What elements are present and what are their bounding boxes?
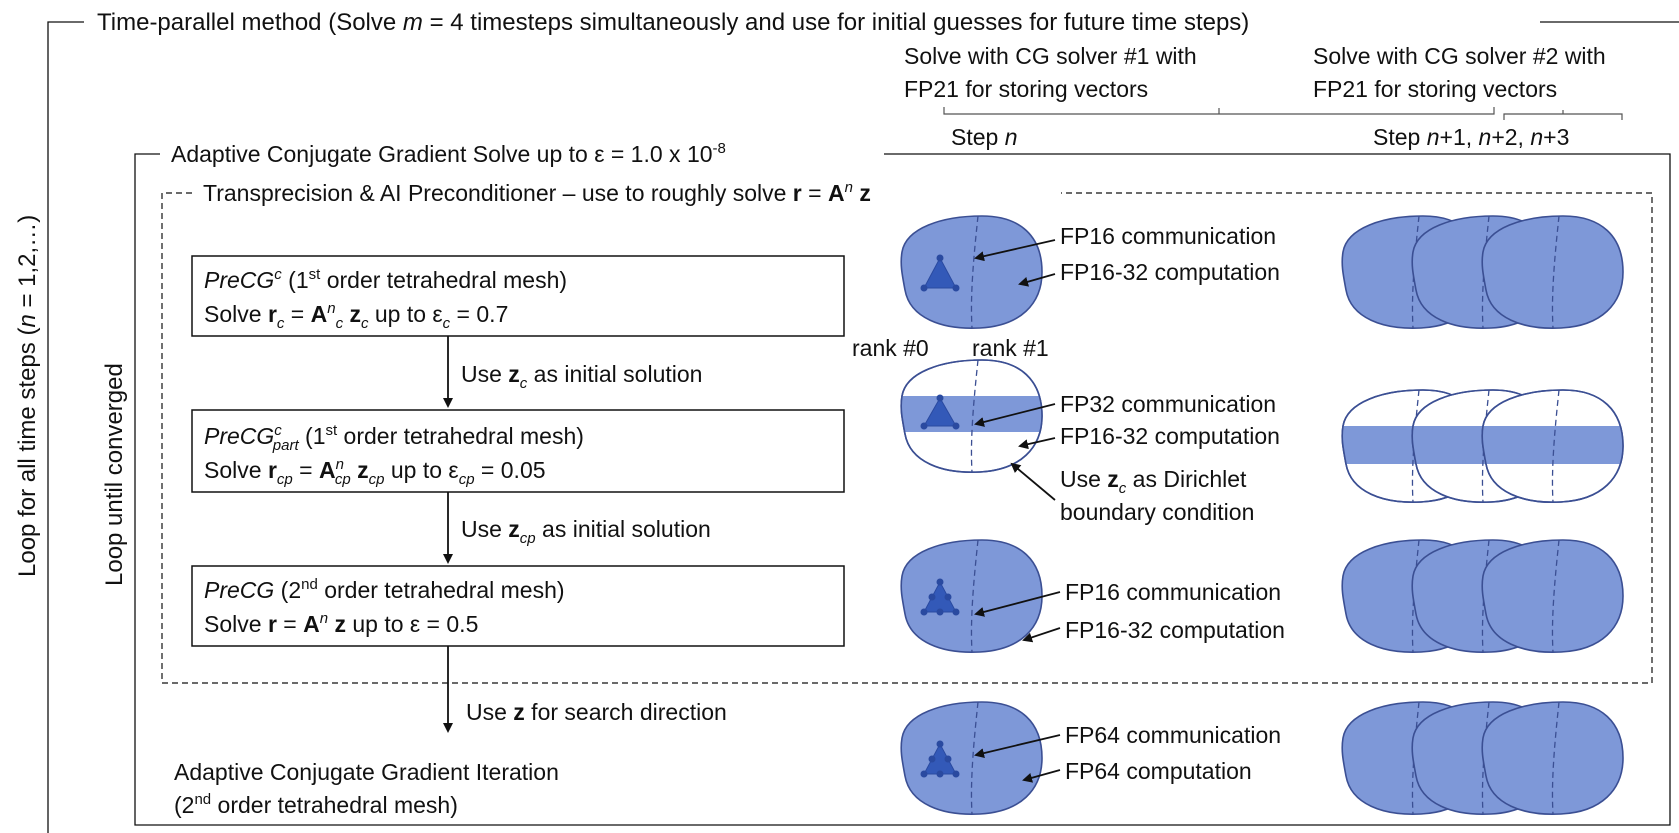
- box-precg-c-solve: Solve rc = Anc zc up to εc = 0.7: [204, 300, 508, 332]
- row2-dirichlet-line2: boundary condition: [1060, 499, 1254, 525]
- solver1-line1: Solve with CG solver #1 with: [904, 43, 1197, 69]
- preconditioner-frame: [161, 192, 1653, 684]
- step-rest-bracket: [1503, 110, 1623, 120]
- acg-iteration-line2: (2nd order tetrahedral mesh): [174, 791, 458, 818]
- annotation-arrows: [974, 239, 1061, 783]
- transition-zc: Use zc as initial solution: [461, 361, 702, 392]
- solver1-line2: FP21 for storing vectors: [904, 76, 1148, 102]
- search-direction-label: Use z for search direction: [466, 699, 727, 725]
- step-n-label: Step n: [951, 124, 1018, 150]
- mesh-row1-rank-pair: [900, 215, 1043, 330]
- element-tri-icon: [923, 396, 957, 427]
- box-precg-solve: Solve r = An z up to ε = 0.5: [204, 610, 478, 637]
- time-parallel-frame: [47, 21, 1679, 833]
- mesh-row4-rank-pair: [900, 701, 1043, 816]
- box-precg-c-title: PreCGc (1st order tetrahedral mesh): [204, 266, 567, 293]
- box-precg-title: PreCG (2nd order tetrahedral mesh): [204, 576, 565, 603]
- solver2-line1: Solve with CG solver #2 with: [1313, 43, 1606, 69]
- row3-comp: FP16-32 computation: [1065, 617, 1285, 643]
- mesh-row4-future: [1341, 701, 1624, 816]
- row1-comm: FP16 communication: [1060, 223, 1276, 249]
- row1-comp: FP16-32 computation: [1060, 259, 1280, 285]
- solver2-line2: FP21 for storing vectors: [1313, 76, 1557, 102]
- step-rest-label: Step n+1, n+2, n+3: [1373, 124, 1569, 150]
- mesh-row2-future: [1341, 389, 1624, 504]
- row3-comm: FP16 communication: [1065, 579, 1281, 605]
- rank1-label: rank #1: [972, 335, 1049, 361]
- time-loop-label: Loop for all time steps (n = 1,2,…): [14, 215, 41, 577]
- acg-frame: [134, 153, 1671, 826]
- acg-iteration-line1: Adaptive Conjugate Gradient Iteration: [174, 759, 559, 785]
- mesh-row1-future: [1341, 215, 1624, 330]
- row2-comm: FP32 communication: [1060, 391, 1276, 417]
- box-precg: PreCG (2nd order tetrahedral mesh) Solve…: [191, 565, 845, 647]
- mesh-row3-rank-pair: [900, 539, 1043, 654]
- time-parallel-title: Time-parallel method (Solve m = 4 timest…: [97, 9, 1249, 36]
- transition-zcp: Use zcp as initial solution: [461, 516, 711, 547]
- row2-comp: FP16-32 computation: [1060, 423, 1280, 449]
- mesh-row3-future: [1341, 539, 1624, 654]
- rank0-label: rank #0: [852, 335, 929, 361]
- preconditioner-title: Transprecision & AI Preconditioner – use…: [203, 179, 871, 206]
- element-tri-icon: [923, 256, 957, 289]
- row4-comp: FP64 computation: [1065, 758, 1252, 784]
- box-precg-c: PreCGc (1st order tetrahedral mesh) Solv…: [191, 255, 845, 337]
- acg-title: Adaptive Conjugate Gradient Solve up to …: [171, 140, 726, 167]
- converge-loop-label: Loop until converged: [101, 363, 128, 586]
- step-n-bracket: [943, 107, 1495, 115]
- row2-dirichlet: Use zc as Dirichlet: [1060, 466, 1247, 497]
- mesh-row2-rank-pair: [900, 359, 1043, 474]
- row4-comm: FP64 communication: [1065, 722, 1281, 748]
